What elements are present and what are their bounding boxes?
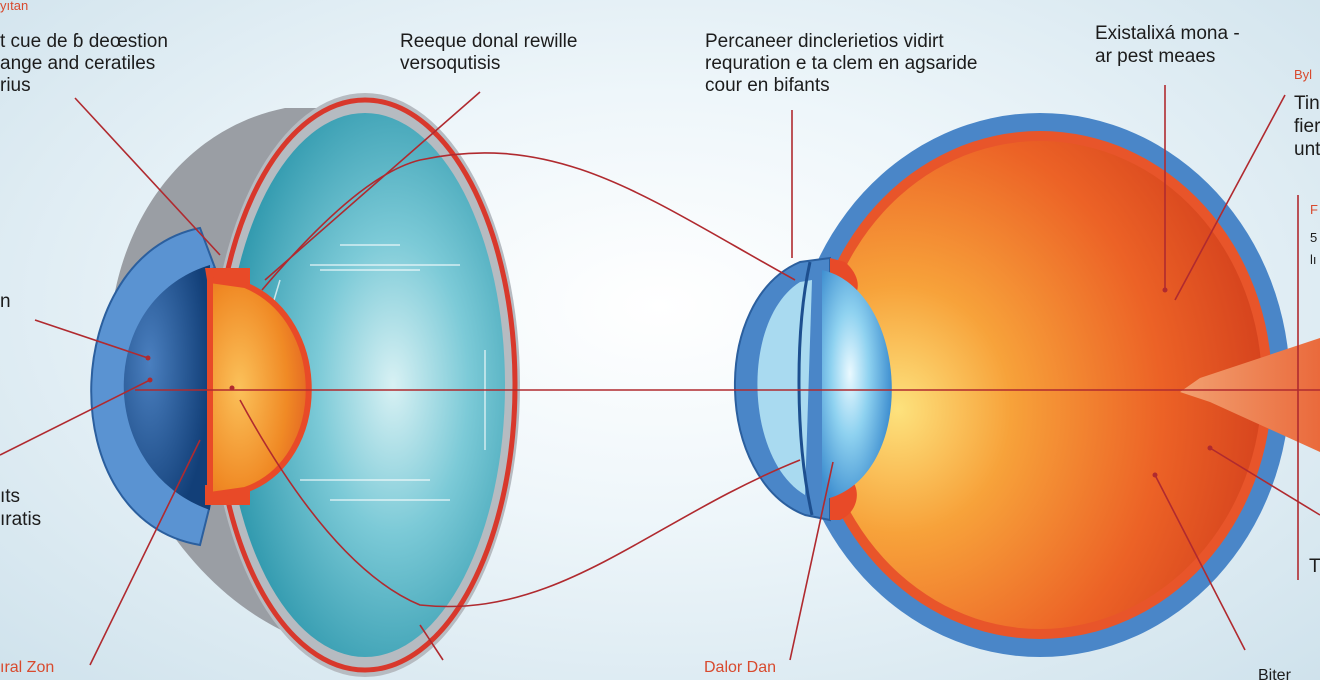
label-top-middle-line-1: Reeque donal rewille <box>400 31 578 52</box>
label-edge-right-2: Tin <box>1294 93 1320 114</box>
label-edge-right-1: Byl <box>1294 67 1313 82</box>
label-top-middle-line-2: versoqutisis <box>400 53 501 74</box>
left-anterior-chamber <box>123 265 210 510</box>
label-edge-right-8: T <box>1309 556 1320 577</box>
right-eye-globe <box>818 141 1262 629</box>
label-top-right-line-3: cour en bifants <box>705 75 830 96</box>
left-eye-cross-section <box>90 93 520 677</box>
label-top-right-line-2: requration e ta clem en agsaride <box>705 53 978 74</box>
label-top-left-line-3: rius <box>0 75 31 96</box>
left-vitreous-body <box>225 113 505 657</box>
label-edge-right-5: F <box>1310 202 1318 217</box>
label-top-left-line-1: t cue de ɓ deœstion <box>0 31 168 52</box>
left-lens <box>207 276 312 499</box>
right-anterior-chamber <box>757 280 812 495</box>
leader-dots <box>145 287 1213 478</box>
label-edge-right-6: 5 <box>1310 230 1318 245</box>
label-edge-right-3: fier <box>1294 116 1320 137</box>
label-bottom-middle: Dalor Dan <box>704 659 777 676</box>
left-vitreous-streaks <box>267 244 486 501</box>
label-top-right-line-1: Percaneer dinclerietios vidirt <box>705 31 944 52</box>
label-top-left-tag: yıtan <box>0 0 29 13</box>
label-top-left-line-2: ange and ceratiles <box>0 53 156 74</box>
label-left-1: n <box>0 291 11 312</box>
right-cornea-inner-stroke <box>797 261 814 516</box>
label-far-right-line-1: Existalixá mona - <box>1095 23 1240 44</box>
label-far-right-line-2: ar pest meaes <box>1095 46 1216 67</box>
right-lens <box>822 270 892 500</box>
label-edge-right-7: lı <box>1310 252 1317 267</box>
right-optic-cone <box>1180 338 1320 452</box>
label-left-2: ıts <box>0 486 21 507</box>
label-bottom-right: Biter <box>1258 667 1291 684</box>
leader-lines <box>0 85 1320 666</box>
label-bottom-left: ıral Zon <box>0 659 55 676</box>
right-eye-cross-section <box>734 113 1320 657</box>
label-left-3: ıratis <box>0 509 42 530</box>
label-edge-right-4: unt <box>1294 139 1320 160</box>
